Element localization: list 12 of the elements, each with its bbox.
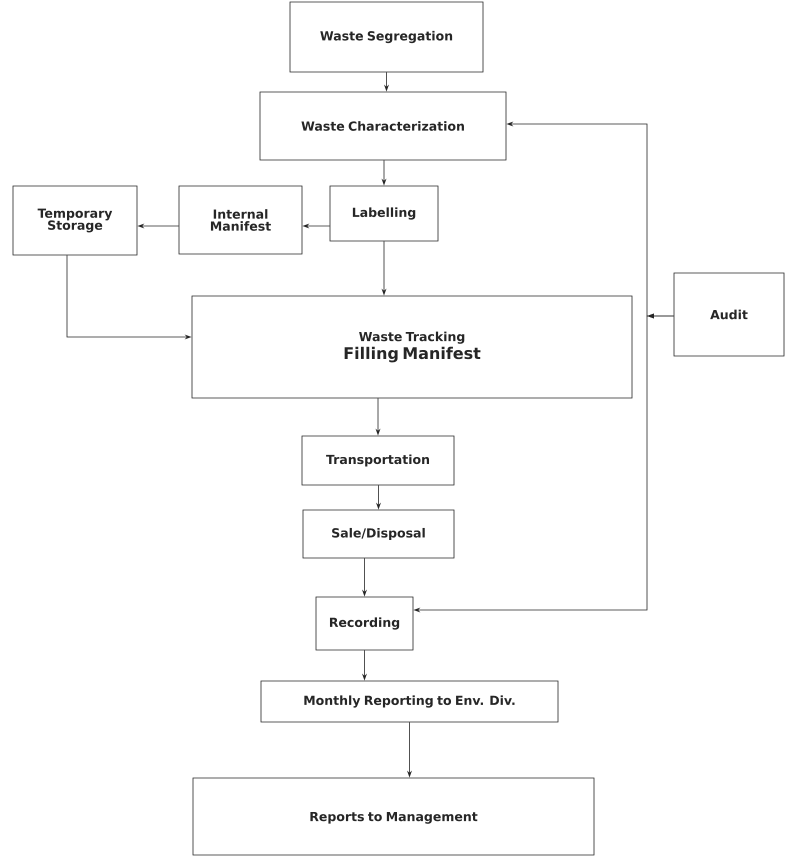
process-box: Internal Manifest <box>178 186 302 254</box>
process-box: Waste Tracking Filling Manifest <box>192 296 632 398</box>
process-box: Labelling <box>330 186 438 242</box>
process-box: Waste Characterization <box>260 92 506 160</box>
process-box: Transportation <box>302 436 454 486</box>
process-box: Reports to Management <box>192 778 594 856</box>
process-box: Monthly Reporting to Env. Div. <box>260 680 558 722</box>
process-box: Recording <box>316 596 414 650</box>
process-box: Audit <box>674 272 784 356</box>
process-box: Sale/Disposal <box>302 510 454 558</box>
process-box: Waste Segregation <box>290 2 484 72</box>
process-box: Temporary Storage <box>12 186 138 256</box>
